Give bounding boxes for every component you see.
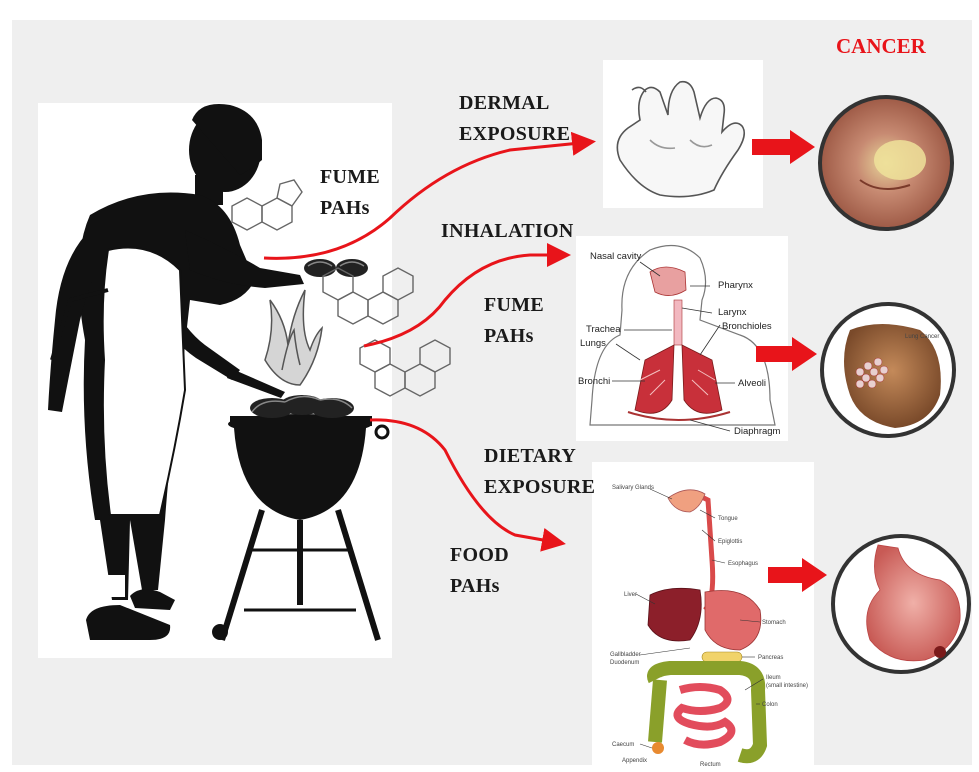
tongue-label: Tongue — [718, 516, 738, 522]
alveoli-label: Alveoli — [738, 378, 766, 389]
colon-label: Colon — [762, 702, 778, 708]
cancer-arrows — [752, 130, 827, 592]
stomach-label: Stomach — [762, 620, 786, 626]
stomach-tumor-icon — [833, 536, 969, 672]
gallbladder-label: Gallbladder — [610, 652, 641, 658]
skin-cancer-arrow — [752, 130, 815, 164]
digestive-diagram: Salivary Glands Tongue Epiglottis Esopha… — [610, 485, 808, 768]
diaphragm-label: Diaphragm — [734, 426, 781, 437]
bronchioles-label: Bronchioles — [722, 321, 772, 332]
pharynx-label: Pharynx — [718, 280, 753, 291]
esophagus-label: Esophagus — [728, 561, 758, 567]
liver-label: Liver — [624, 592, 637, 598]
apron-icon — [103, 248, 185, 516]
lung-tumor-icon: Lung Cancer — [822, 304, 954, 436]
nasal-cavity-label: Nasal cavity — [590, 251, 641, 262]
inhalation-label: INHALATION — [441, 216, 574, 247]
lung-cancer-caption: Lung Cancer — [905, 334, 939, 340]
stomach-cancer-arrow — [768, 558, 827, 592]
cancer-heading: CANCER — [836, 34, 926, 59]
caecum-label: Caecum — [612, 742, 634, 748]
burger-icon — [304, 259, 368, 277]
flame-icon — [265, 290, 322, 385]
respiratory-diagram: Nasal cavity Pharynx Larynx Bronchioles … — [578, 246, 781, 438]
trachea-label: Trachea — [586, 324, 621, 335]
grill-icon — [212, 395, 388, 640]
salivary-label: Salivary Glands — [612, 485, 654, 491]
sock-icon — [90, 575, 125, 597]
skin-lesion-icon — [820, 97, 952, 229]
larynx-label: Larynx — [718, 307, 747, 318]
pah-molecule-icon — [232, 180, 302, 230]
lungs-label: Lungs — [580, 338, 606, 349]
rectum-label: Rectum — [700, 762, 721, 768]
pah-molecule-icon — [323, 268, 413, 324]
hand-sketch-icon — [617, 82, 744, 197]
pah-molecule-icon — [360, 340, 450, 396]
bronchi-label: Bronchi — [578, 376, 610, 387]
appendix-label: Appendix — [622, 758, 647, 764]
epiglottis-label: Epiglottis — [718, 539, 742, 545]
ileum-label: Ileum — [766, 675, 781, 681]
pancreas-label: Pancreas — [758, 655, 783, 661]
small-intestine-label: (small intestine) — [766, 683, 808, 689]
duodenum-label: Duodenum — [610, 660, 639, 666]
